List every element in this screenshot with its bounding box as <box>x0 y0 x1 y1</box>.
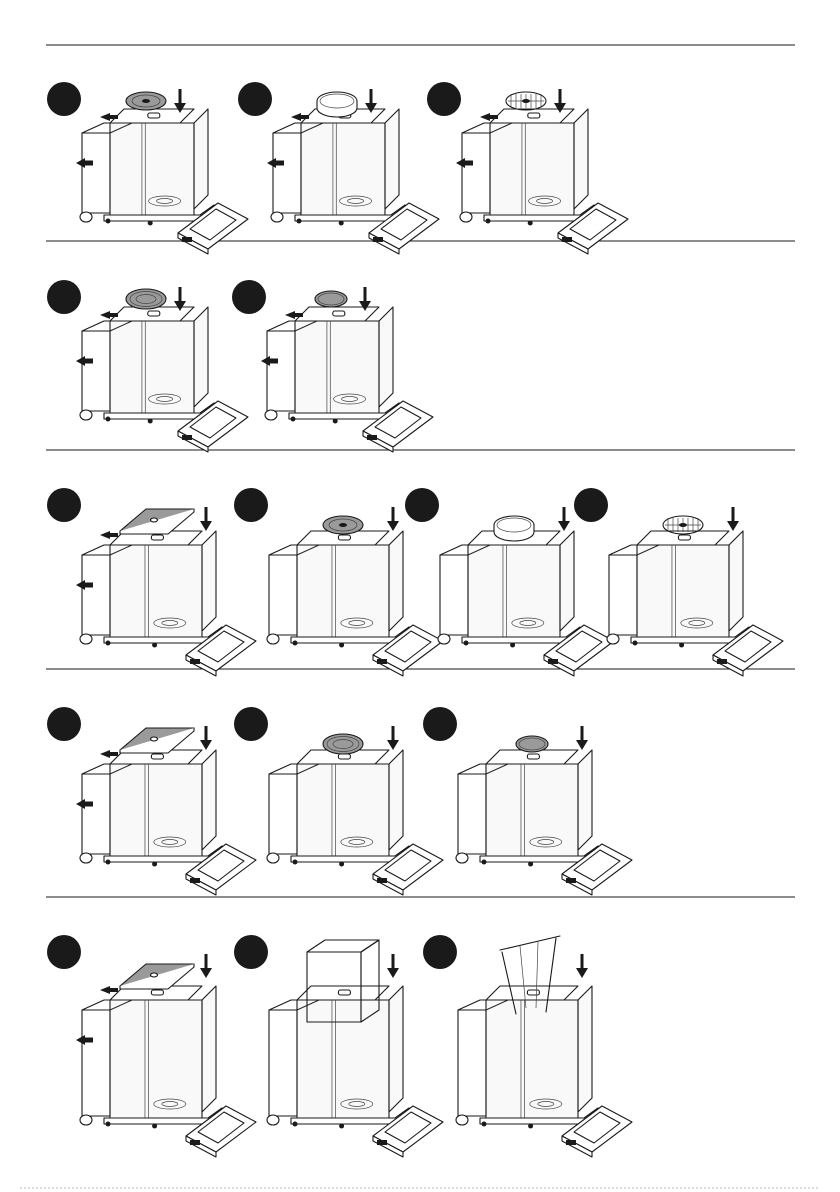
step-badge <box>47 707 81 741</box>
ring-icon <box>494 516 534 541</box>
arrow-down-icon <box>576 726 588 750</box>
step-figure-r3-s1 <box>47 488 256 676</box>
step-badge <box>423 707 457 741</box>
balance-illustration <box>267 531 443 676</box>
grid-pan-icon <box>506 92 546 110</box>
step-badge <box>47 82 81 116</box>
step-badge <box>574 488 608 522</box>
step-badge <box>232 280 266 314</box>
grid-pan-icon <box>663 516 703 534</box>
floor-plate-icon <box>120 728 194 753</box>
step-figure-r5-s3 <box>423 935 632 1157</box>
balance-illustration <box>80 531 256 676</box>
arrow-down-icon <box>200 507 212 531</box>
step-figure-r2-s2 <box>232 280 433 452</box>
step-badge <box>47 280 81 314</box>
floor-plate-icon <box>120 964 194 989</box>
flat-pan-icon <box>126 92 166 110</box>
balance-illustration <box>80 750 256 895</box>
balance-illustration <box>271 109 439 254</box>
dish-pan-icon <box>126 289 166 309</box>
dish-pan-icon <box>323 734 363 754</box>
step-figure-r4-s2 <box>234 707 443 895</box>
step-figure-r4-s3 <box>423 707 632 895</box>
balance-illustration <box>267 986 443 1157</box>
arrow-down-icon <box>727 507 739 531</box>
arrow-insert-icon <box>100 986 118 994</box>
ring-icon <box>317 92 357 117</box>
arrow-down-icon <box>387 507 399 531</box>
balance-illustration <box>456 986 632 1157</box>
step-badge <box>405 488 439 522</box>
balance-illustration <box>607 531 783 676</box>
step-badge <box>234 935 268 969</box>
arrow-insert-icon <box>100 531 118 539</box>
step-figure-r1-s3 <box>427 82 628 254</box>
flat-pan-icon <box>323 516 363 534</box>
step-badge <box>234 707 268 741</box>
arrow-insert-icon <box>100 750 118 758</box>
step-figure-r5-s1 <box>47 935 256 1157</box>
arrow-down-icon <box>558 507 570 531</box>
step-badge <box>234 488 268 522</box>
balance-illustration <box>267 750 443 895</box>
step-figure-r5-s2 <box>234 935 443 1157</box>
balance-illustration <box>80 986 256 1157</box>
arrow-down-icon <box>200 726 212 750</box>
balance-illustration <box>456 750 632 895</box>
step-badge <box>47 488 81 522</box>
arrow-down-icon <box>387 954 399 978</box>
balance-illustration <box>80 109 248 254</box>
balance-illustration <box>265 307 433 452</box>
step-badge <box>427 82 461 116</box>
balance-illustration <box>438 531 614 676</box>
step-badge <box>238 82 272 116</box>
cap-pan-icon <box>516 736 548 752</box>
step-figure-r1-s2 <box>238 82 439 254</box>
step-badge <box>423 935 457 969</box>
step-figure-r4-s1 <box>47 707 256 895</box>
arrow-down-icon <box>200 954 212 978</box>
step-figure-r2-s1 <box>47 280 248 452</box>
arrow-down-icon <box>387 726 399 750</box>
step-figure-r1-s1 <box>47 82 248 254</box>
floor-plate-icon <box>120 509 194 534</box>
cap-pan-icon <box>315 291 347 307</box>
balance-illustration <box>80 307 248 452</box>
balance-illustration <box>460 109 628 254</box>
arrow-down-icon <box>576 954 588 978</box>
step-badge <box>47 935 81 969</box>
